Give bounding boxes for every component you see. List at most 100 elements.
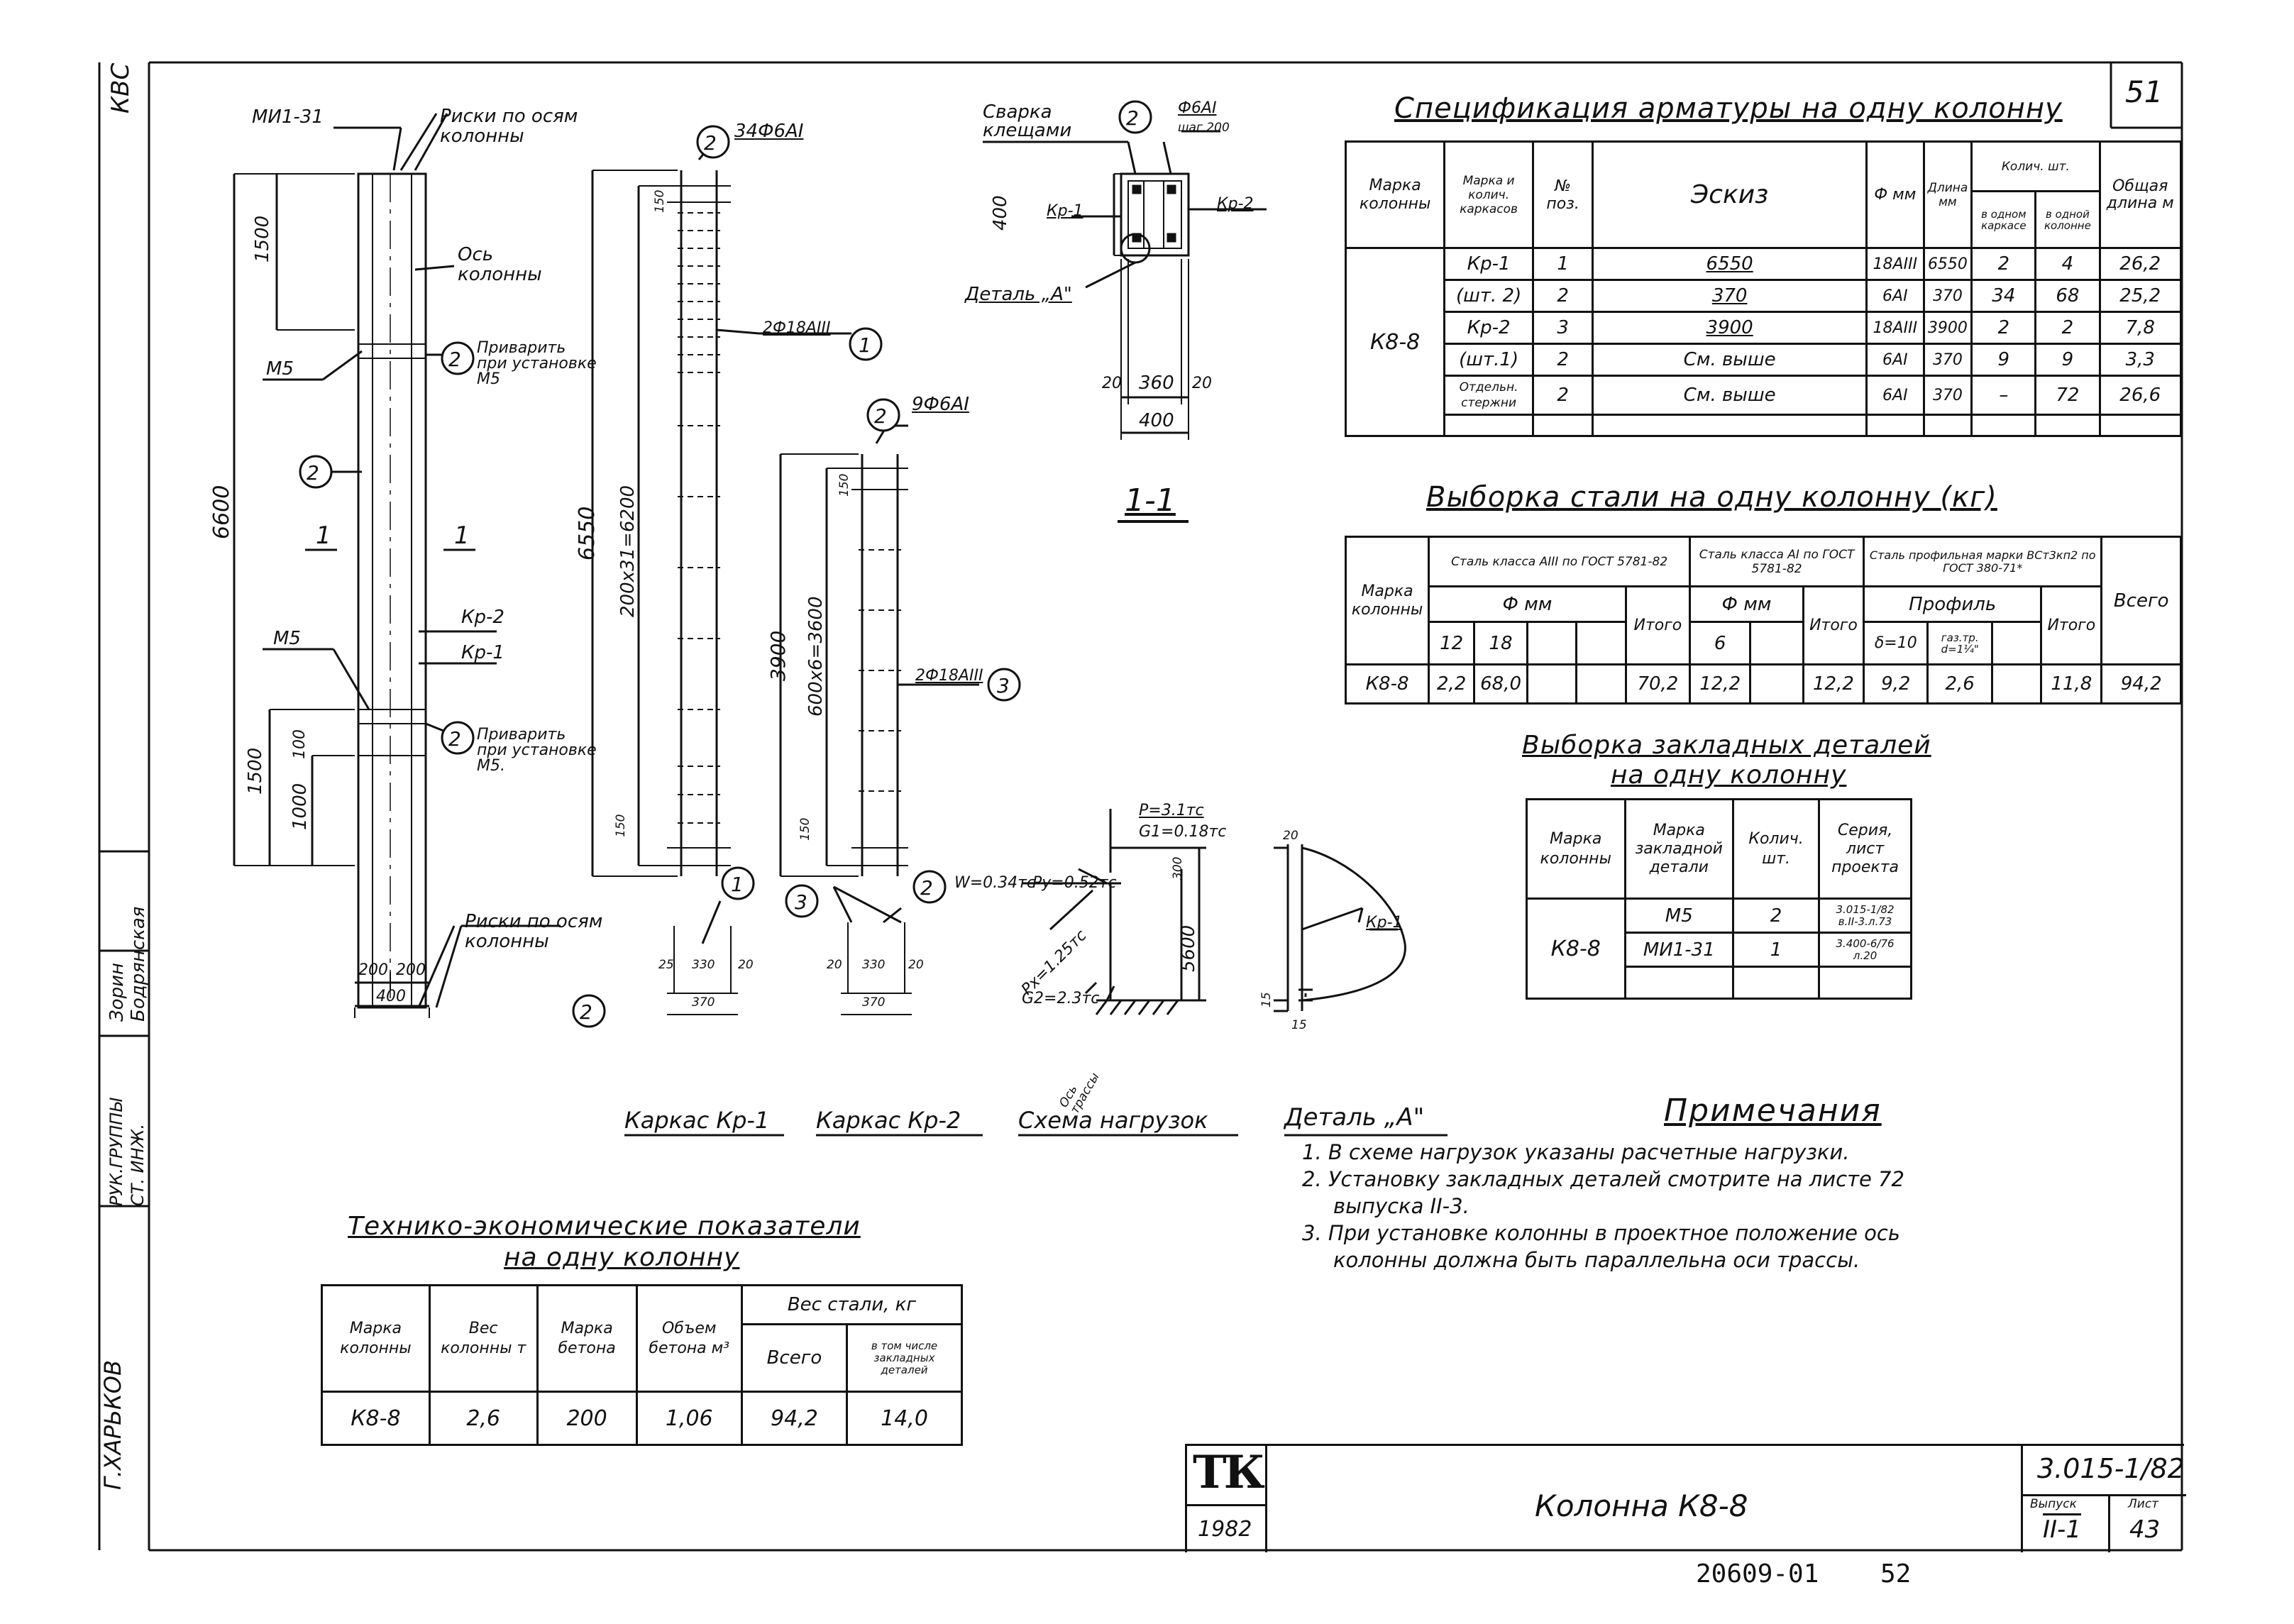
spec-cell-pos: 2 [1531, 375, 1594, 416]
steel-h-12: 12 [1428, 621, 1476, 665]
steel-cell-itogo-a: 70,2 [1624, 663, 1692, 705]
spec-table: Марка колонны Марка и колич. каркасов № … [1344, 140, 2182, 437]
spec-cell-q1: 34 [1970, 279, 2037, 313]
sec-label-kr1: Кр-1 [1047, 202, 1083, 220]
load-dim-300: 300 [1171, 856, 1185, 880]
steel-h-itogo-c: Итого [2040, 585, 2103, 665]
steel-h-vsego: Всего [2100, 536, 2182, 665]
tech-table: Марка колонны Вес колонны т Марка бетона… [321, 1284, 964, 1446]
title-name: Колонна К8-8 [1535, 1488, 1748, 1523]
kr1-bottom-dim-1: 25 [658, 958, 674, 972]
spec-cell-frame: Кр-1 [1443, 247, 1534, 281]
load-p: Р=3.1тс [1139, 802, 1204, 819]
spec-cell-total: 25,2 [2098, 279, 2182, 313]
spec-cell-total: 26,6 [2098, 375, 2182, 416]
steel-h-itogo-b: Итого [1802, 585, 1865, 665]
steel-h-empty [1575, 621, 1627, 665]
spec-h-pos: № поз. [1531, 140, 1594, 249]
kr1-dim-pitch: 200х31=6200 [617, 485, 639, 617]
label-phi6: Ф6АI [1178, 99, 1217, 117]
note-line: выпуска II-3. [1333, 1194, 1469, 1218]
spec-title: Спецификация арматуры на одну колонну [1394, 92, 2063, 125]
kr1-bottom-dim-4: 370 [692, 995, 715, 1010]
kr1-bar-label: 2Ф18АIII [763, 319, 831, 337]
side-senior-eng: СТ. ИНЖ. [128, 1123, 148, 1206]
spec-cell-pos: 1 [1531, 247, 1594, 281]
spec-cell-len: 3900 [1922, 311, 1973, 345]
spec-cell-q2: 68 [2034, 279, 2101, 313]
tech-row: К8-8 2,6 200 1,06 94,2 14,0 [321, 1391, 963, 1446]
spec-cell-q1: – [1970, 375, 2037, 416]
label-axis: Ось колонны [458, 244, 542, 285]
spec-cell-phi: 6АI [1865, 375, 1925, 416]
dim-400: 400 [376, 988, 406, 1005]
side-kvs: КВС [106, 62, 135, 114]
steel-h-empty [1990, 621, 2043, 665]
embed-series-line-2: л.20 [1853, 949, 1877, 962]
steel-h-18: 18 [1473, 621, 1528, 665]
title-year: 1982 [1198, 1517, 1252, 1542]
kr2-bottom-dim-1: 20 [827, 958, 842, 972]
sec-dim-400-vertical: 400 [990, 195, 1011, 231]
dim-1500-top: 1500 [252, 215, 273, 263]
spec-h-in-col: в одной колонне [2034, 190, 2101, 249]
tech-cell-mark: К8-8 [321, 1391, 431, 1446]
embed-h-series: Серия, лист проекта [1818, 798, 1912, 900]
spec-cell-sketch: 6550 [1592, 247, 1868, 281]
label-svarka: Сварка клещами [983, 101, 1072, 141]
tech-h-incl: в том числе закладных деталей [846, 1323, 963, 1393]
embed-title-2: на одну колонну [1611, 761, 1847, 790]
embed-series-line-2: в.II-3.л.73 [1838, 915, 1892, 928]
spec-h-phi: Ф мм [1865, 140, 1925, 249]
dim-100: 100 [291, 729, 309, 759]
side-senior-eng-name: Бодрянская [128, 906, 149, 1022]
callout-2: 2 [704, 131, 717, 155]
embed-h-part: Марка закладной детали [1623, 798, 1735, 900]
caption-detail-a: Деталь „А" [1284, 1103, 1425, 1132]
steel-h-mark: Марка колонны [1344, 536, 1430, 665]
side-city: Г.ХАРЬКОВ [99, 1360, 126, 1490]
side-group-head-name: Зорин [106, 963, 128, 1022]
title-divider [2023, 1494, 2186, 1496]
spec-sketch-text: 3900 [1706, 317, 1753, 338]
steel-h-d10: δ=10 [1863, 621, 1929, 665]
label-kr2: Кр-2 [461, 607, 504, 628]
title-issue-label: Выпуск [2030, 1497, 2077, 1511]
spec-cell-pos: 3 [1531, 311, 1594, 345]
spec-cell-sketch: 370 [1592, 279, 1868, 313]
stamp-bottom-right: 52 [1880, 1559, 1912, 1589]
kr2-bottom-dim-3: 20 [908, 958, 924, 972]
spec-cell-len: 370 [1922, 375, 1973, 416]
steel-h-prof: Сталь профильная марки ВСт3кп2 по ГОСТ 3… [1863, 536, 2103, 587]
title-block-logo-cell: ТК 1982 [1187, 1446, 1267, 1552]
steel-h-profile: Профиль [1863, 585, 2043, 623]
spec-cell-pos: 2 [1531, 279, 1594, 313]
notes-list: 1. В схеме нагрузок указаны расчетные на… [1302, 1139, 1904, 1274]
label-weld-b: Приварить при установке М5. [477, 726, 597, 775]
callout-2: 2 [920, 876, 933, 900]
spec-h-len: Длина мм [1922, 140, 1973, 249]
spec-h-qty: Колич. шт. [1970, 140, 2101, 192]
label-risks-top: Риски по осям колонны [440, 106, 578, 147]
steel-cell-vsego: 94,2 [2100, 663, 2182, 705]
tech-h-weight: Вес колонны т [428, 1284, 539, 1393]
load-dim-5600: 5600 [1178, 924, 1199, 972]
tech-h-volume: Объем бетона м³ [635, 1284, 743, 1393]
spec-cell-frame: Отдельн. стержни [1443, 375, 1534, 416]
sec-dim-20-b: 20 [1192, 375, 1212, 392]
spec-cell-phi: 18АIII [1865, 247, 1925, 281]
steel-cell-12: 2,2 [1428, 663, 1476, 705]
kr1-dim-150-b: 150 [614, 814, 628, 837]
steel-cell-empty [1575, 663, 1627, 705]
dim-200-a: 200 [358, 961, 388, 979]
kr2-dim-150-a: 150 [837, 473, 851, 497]
embed-col-mark: К8-8 [1526, 897, 1626, 1000]
tech-h-steel: Вес стали, кг [740, 1284, 964, 1325]
steel-cell-empty [1990, 663, 2043, 705]
spec-cell-frame: (шт. 2) [1443, 279, 1534, 313]
tech-title-1: Технико-экономические показатели [348, 1212, 861, 1241]
steel-h-a3: Сталь класса АIII по ГОСТ 5781-82 [1428, 536, 1692, 587]
spec-cell-len: 6550 [1922, 247, 1973, 281]
side-group-head: РУК.ГРУППЫ [106, 1098, 126, 1206]
